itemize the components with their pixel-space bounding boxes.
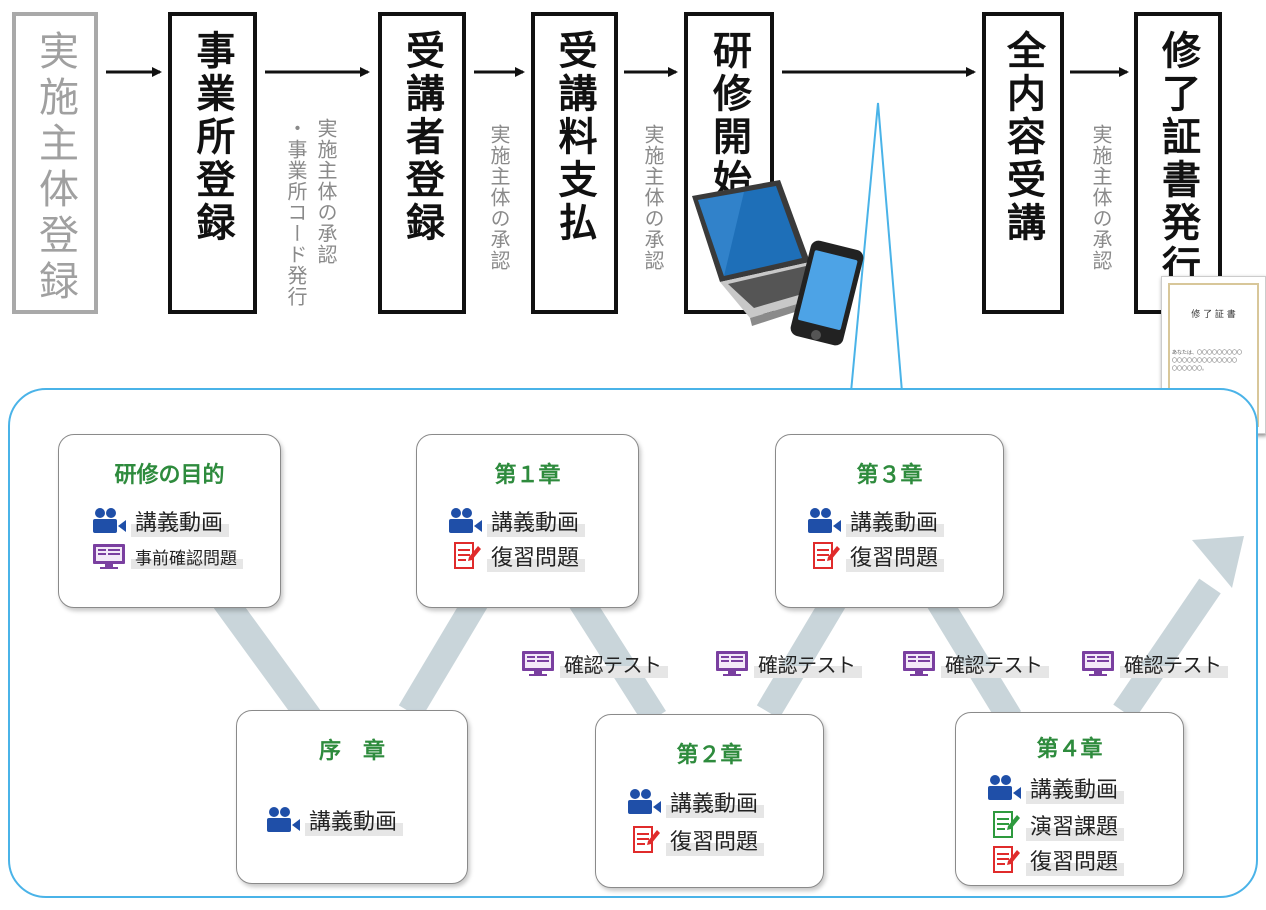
module-card-purpose: 研修の目的 講義動画 事前確認問題 [58,434,281,608]
step-certificate-issue: 修了証書発行 [1134,12,1222,314]
note-approval-4: 実施主体の承認 [1089,124,1113,271]
review-notepad-icon [633,826,660,853]
smartphone-icon [790,240,864,346]
step-label: 受講者登録 [399,30,445,245]
item-label: 復習問題 [666,824,765,856]
video-camera-icon [449,508,482,533]
item-label: 復習問題 [846,540,945,572]
item-label: 事前確認問題 [131,543,243,569]
module-item-video: 講義動画 [447,504,586,538]
module-title: 第２章 [676,743,743,768]
confirmation-test-4: 確認テスト [1080,646,1228,680]
review-notepad-icon [454,542,481,569]
item-label: 講義動画 [846,505,945,537]
step-office-registration: 事業所登録 [168,12,257,314]
module-item-review: 復習問題 [447,539,586,573]
monitor-quiz-icon [522,651,554,676]
item-label: 講義動画 [487,505,586,537]
module-title: 序 章 [318,739,385,764]
monitor-quiz-icon [903,651,935,676]
step-all-content: 全内容受講 [982,12,1064,314]
video-camera-icon [808,508,841,533]
module-item-video: 講義動画 [986,771,1125,805]
step-label: 受講料支払 [552,30,597,245]
laptop-phone-illustration [692,180,864,346]
step-label: 研修開始 [706,30,752,202]
item-label: 講義動画 [666,786,765,818]
path-arrow-head [1192,536,1244,588]
video-camera-icon [988,775,1021,800]
exercise-notepad-icon [993,811,1020,838]
video-camera-icon [628,789,661,814]
item-label: 講義動画 [131,505,230,537]
confirmation-test-1: 確認テスト [520,646,668,680]
confirmation-test-3: 確認テスト [901,646,1049,680]
test-label: 確認テスト [941,648,1049,678]
module-item-exercise: 演習課題 [986,808,1125,842]
certificate-text: あなたは、〇〇〇〇〇〇〇〇〇 〇〇〇〇〇〇〇〇〇〇〇〇〇 〇〇〇〇〇〇。 [1172,350,1243,372]
note-approval-office-code: 実施主体の承認 ・事業所コード発行 [284,118,338,307]
module-item-review: 復習問題 [806,539,945,573]
item-label: 講義動画 [1026,772,1125,804]
note-approval-3: 実施主体の承認 [641,124,665,271]
note-approval-2: 実施主体の承認 [487,124,511,271]
item-label: 復習問題 [1026,844,1125,876]
test-label: 確認テスト [560,648,668,678]
module-item-review: 復習問題 [986,843,1125,877]
module-item-video: 講義動画 [91,504,230,538]
module-title: 第３章 [856,463,923,488]
module-card-intro: 序 章 講義動画 [236,710,468,884]
callout-line [850,102,903,393]
module-item-review: 復習問題 [626,823,765,857]
module-item-video: 講義動画 [806,504,945,538]
video-camera-icon [267,807,300,832]
module-item-pre-check: 事前確認問題 [91,539,243,573]
certificate-title: 修 了 証 書 [1191,310,1236,320]
test-label: 確認テスト [754,648,862,678]
step-label: 全内容受講 [1000,30,1046,245]
module-item-video: 講義動画 [265,803,404,837]
step-label: 実施主体登録 [32,30,78,306]
step-trainee-registration: 受講者登録 [378,12,466,314]
review-notepad-icon [813,542,840,569]
confirmation-test-2: 確認テスト [714,646,862,680]
module-title: 研修の目的 [114,463,225,488]
item-label: 演習課題 [1026,809,1125,841]
review-notepad-icon [993,846,1020,873]
step-label: 事業所登録 [190,30,235,245]
module-card-chapter-4: 第４章 講義動画 演習課題 復習問題 [955,712,1184,886]
step-label: 修了証書発行 [1155,30,1201,288]
monitor-quiz-icon [1082,651,1114,676]
step-implementer-registration: 実施主体登録 [12,12,98,314]
item-label: 講義動画 [305,804,404,836]
module-item-video: 講義動画 [626,785,765,819]
step-fee-payment: 受講料支払 [531,12,618,314]
test-label: 確認テスト [1120,648,1228,678]
monitor-quiz-icon [716,651,748,676]
module-card-chapter-1: 第１章 講義動画 復習問題 [416,434,639,608]
item-label: 復習問題 [487,540,586,572]
module-title: 第４章 [1036,737,1103,762]
video-camera-icon [93,508,126,533]
module-card-chapter-2: 第２章 講義動画 復習問題 [595,714,824,888]
monitor-quiz-icon [93,544,125,569]
module-title: 第１章 [494,463,561,488]
flow-arrows [106,67,1129,393]
module-card-chapter-3: 第３章 講義動画 復習問題 [775,434,1004,608]
